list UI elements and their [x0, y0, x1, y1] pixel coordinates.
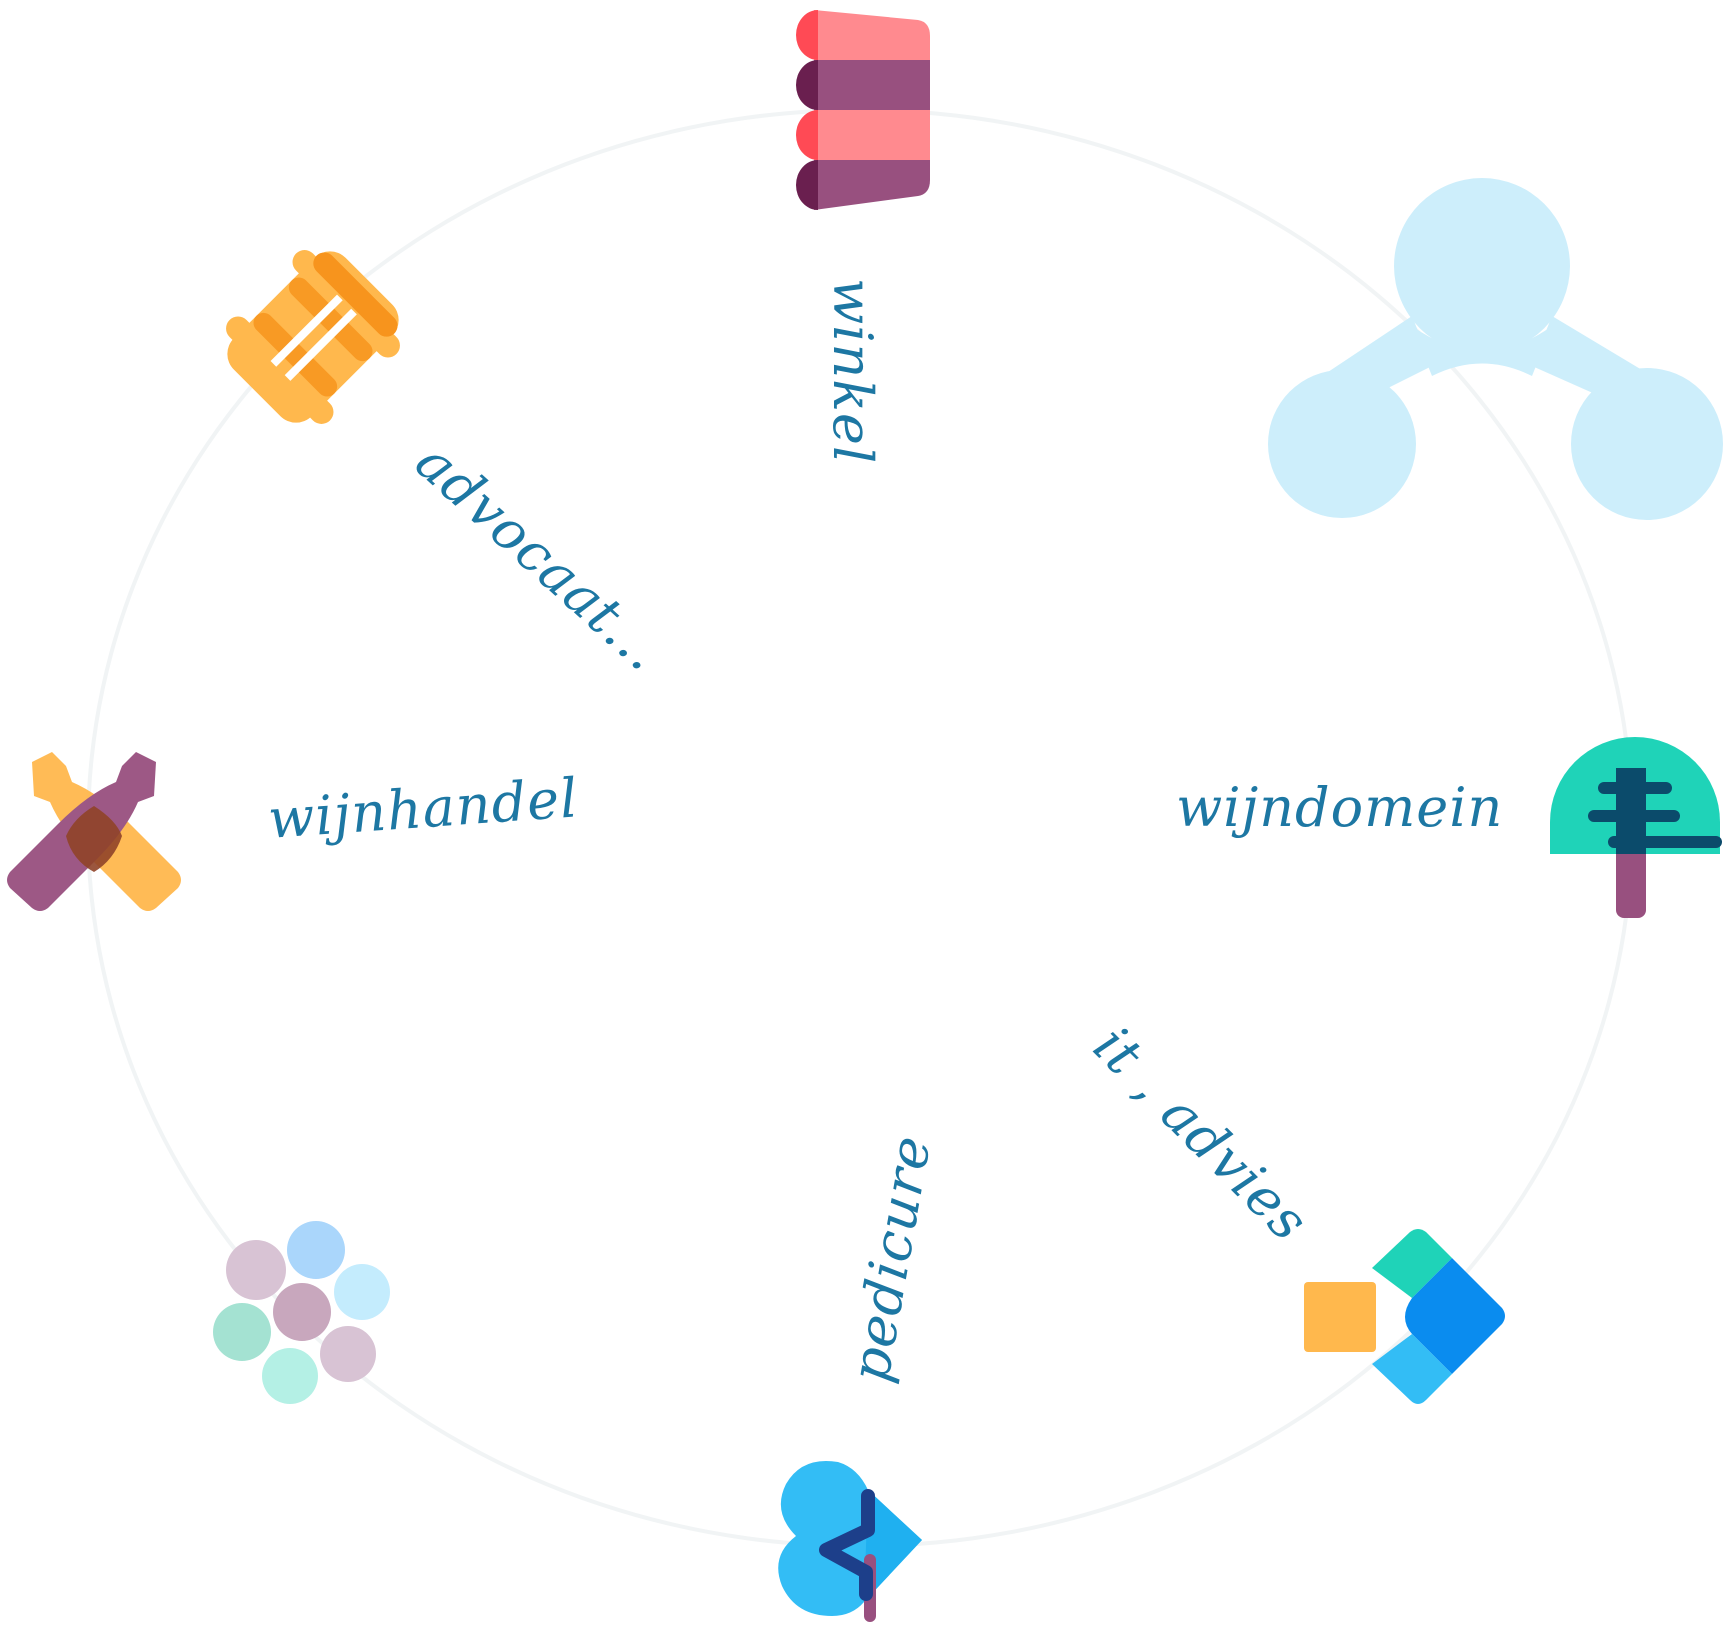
direction-arrow-icon [1304, 1229, 1505, 1404]
wine-bottles-icon [7, 752, 181, 911]
label-winkel: winkel [821, 278, 884, 465]
share-nodes-icon [1268, 178, 1723, 520]
heart-pulse-icon [778, 1460, 922, 1622]
label-wijndomein: wijndomein [1176, 776, 1504, 839]
barrel-icon [226, 250, 400, 424]
grape-cluster-icon [213, 1221, 390, 1404]
awning-icon [796, 10, 930, 210]
tree-signpost-icon [1550, 737, 1722, 918]
